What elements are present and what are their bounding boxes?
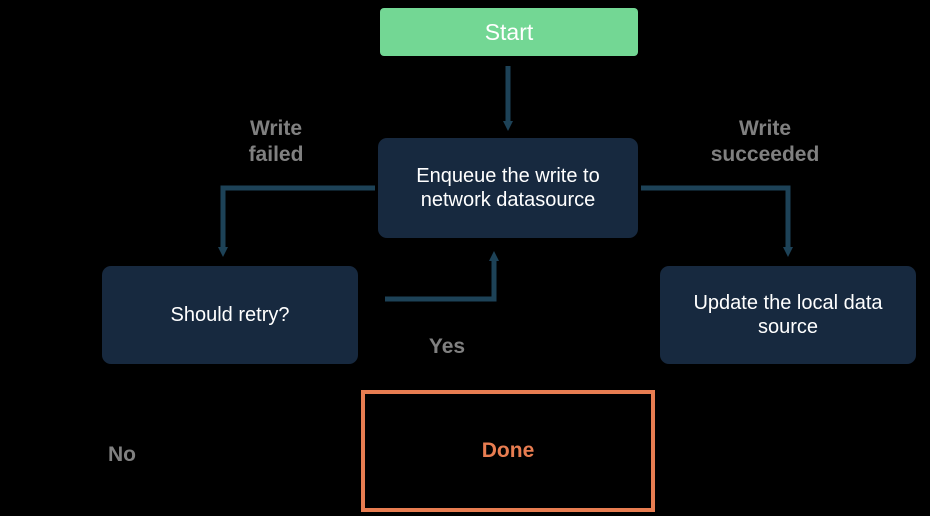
edge-label-yes: Yes [428, 335, 466, 358]
edge-enqueue-to-should-retry [218, 185, 375, 257]
edge-label-write-succeeded: Write succeeded [710, 117, 820, 166]
node-done-label: Done [481, 439, 535, 463]
node-start[interactable]: Start [380, 8, 638, 56]
node-enqueue-write-label: Enqueue the write to network datasource [416, 164, 600, 211]
edge-enqueue-to-update-local [641, 185, 793, 257]
node-done[interactable]: Done [361, 390, 655, 512]
edge-should-retry-to-enqueue [385, 251, 499, 302]
node-start-label: Start [484, 18, 534, 45]
node-update-local-data-source-label: Update the local data source [693, 291, 883, 338]
node-should-retry[interactable]: Should retry? [102, 266, 358, 364]
edge-label-no: No [108, 443, 136, 466]
node-update-local-data-source[interactable]: Update the local data source [660, 266, 916, 364]
node-enqueue-write[interactable]: Enqueue the write to network datasource [378, 138, 638, 238]
node-should-retry-label: Should retry? [170, 303, 290, 326]
edge-label-write-failed: Write failed [248, 117, 304, 166]
